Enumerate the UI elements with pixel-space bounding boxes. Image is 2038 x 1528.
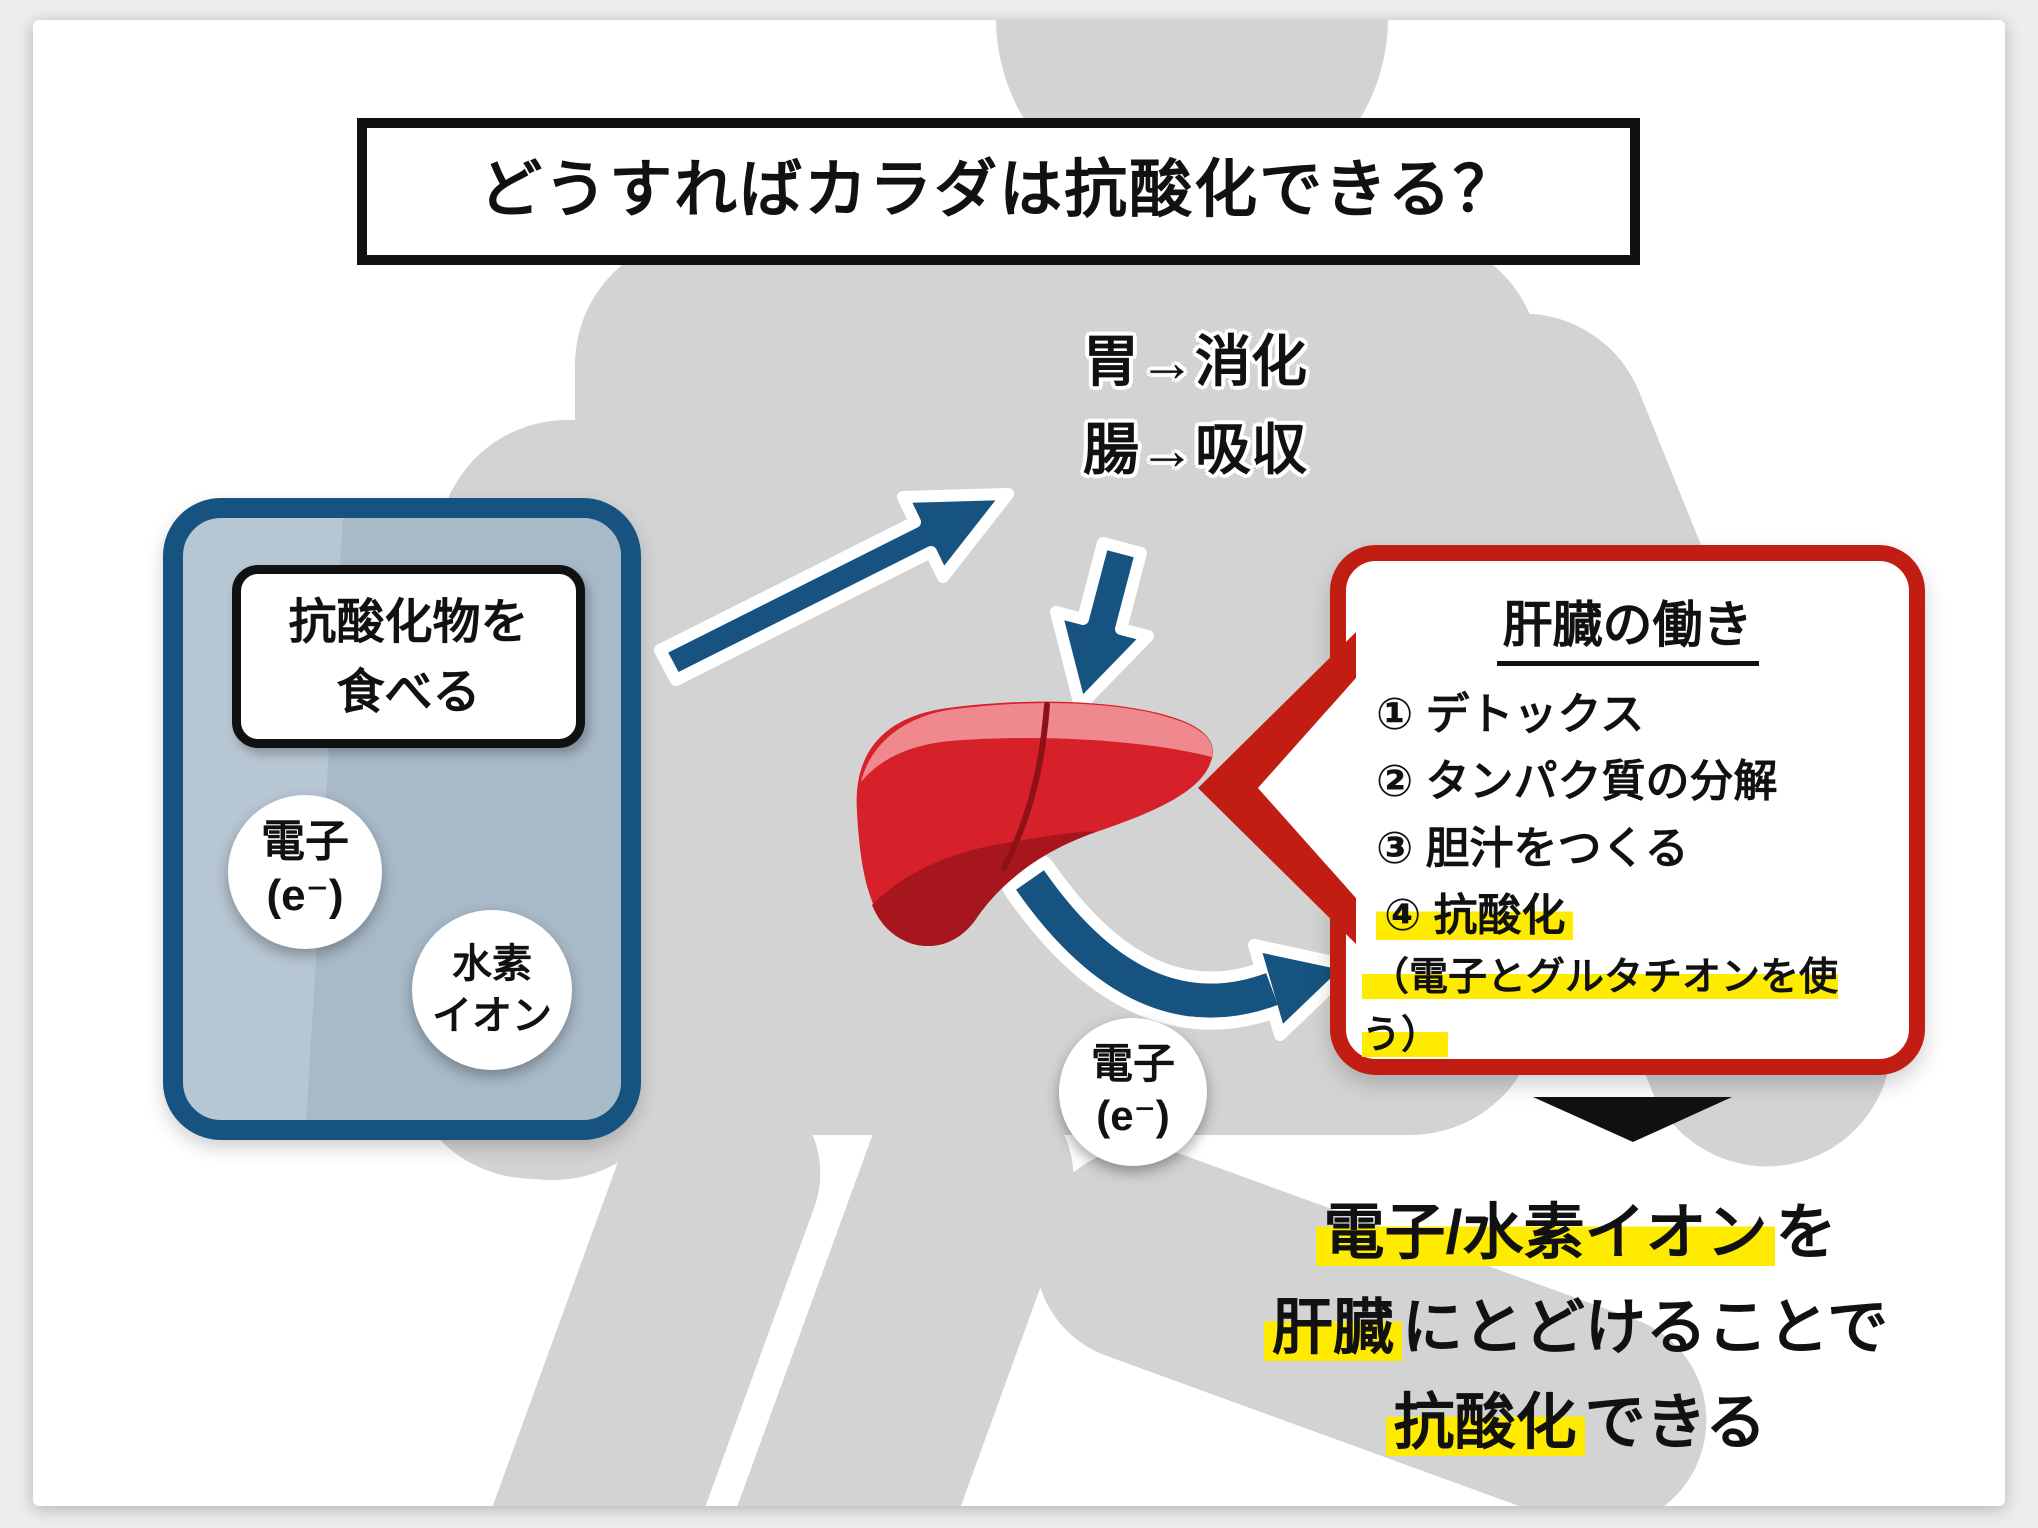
intake-label-box: 抗酸化物を 食べる [232, 565, 585, 748]
digestion-line-stomach: 胃→消化 [1083, 330, 1307, 393]
body-leg-1 [469, 1073, 821, 1506]
stage: どうすればカラダは抗酸化できる？ 胃→消化 腸→吸収 抗酸化物を 食べる 電子 … [33, 20, 2005, 1506]
arrow-digestion-to-liver-icon [1050, 537, 1154, 712]
liver-functions-list: ① デトックス ② タンパク質の分解 ③ 胆汁をつくる ④ 抗酸化 [1360, 681, 1895, 949]
list-item-antioxidation: ④ 抗酸化 [1376, 882, 1895, 949]
electron-circle-label: 電子 [261, 817, 349, 866]
hydrogen-circle-line1: 水素 [452, 942, 532, 986]
intake-label-line1: 抗酸化物を [288, 596, 529, 649]
down-chevron-icon [1533, 1097, 1732, 1142]
digestion-text: 胃→消化 腸→吸収 [1000, 318, 1390, 494]
title-box: どうすればカラダは抗酸化できる？ [357, 118, 1640, 265]
hydrogen-ion-circle: 水素 イオン [412, 910, 572, 1070]
conclusion-line2: 肝臓にとどけることで [1116, 1280, 2005, 1375]
conclusion-line3: 抗酸化できる [1116, 1375, 2005, 1470]
conclusion-line1: 電子/水素イオンを [1116, 1185, 2005, 1280]
liver-icon [856, 701, 1214, 947]
intake-label-line2: 食べる [336, 666, 481, 719]
body-leg-2 [716, 1072, 1074, 1506]
liver-functions-box: 肝臓の働き ① デトックス ② タンパク質の分解 ③ 胆汁をつくる ④ 抗酸化 … [1330, 545, 1925, 1075]
arrow-liver-to-box-icon [1001, 851, 1358, 1041]
antioxidation-note: （電子とグルタチオンを使う） [1362, 956, 1839, 1057]
electron-circle-symbol: (e⁻) [266, 871, 344, 920]
conclusion-text: 電子/水素イオンを 肝臓にとどけることで 抗酸化できる [1116, 1185, 2005, 1470]
electron-output-symbol: (e⁻) [1096, 1092, 1170, 1139]
arrow-intake-to-digestion-icon [654, 488, 1014, 686]
electron-output-label: 電子 [1090, 1040, 1175, 1087]
list-item-bile: ③ 胆汁をつくる [1376, 824, 1689, 873]
list-item-detox: ① デトックス [1376, 690, 1645, 739]
list-item-protein: ② タンパク質の分解 [1376, 757, 1778, 806]
liver-functions-title: 肝臓の働き [1360, 585, 1895, 666]
electron-circle: 電子 (e⁻) [228, 795, 382, 949]
intake-box: 抗酸化物を 食べる 電子 (e⁻) 水素 イオン [163, 498, 641, 1140]
digestion-line-intestine: 腸→吸収 [1083, 418, 1307, 481]
page-title: どうすればカラダは抗酸化できる？ [479, 155, 1518, 225]
hydrogen-circle-line2: イオン [432, 994, 552, 1038]
slide-card: どうすればカラダは抗酸化できる？ 胃→消化 腸→吸収 抗酸化物を 食べる 電子 … [33, 20, 2005, 1506]
electron-output-circle: 電子 (e⁻) [1059, 1018, 1207, 1166]
